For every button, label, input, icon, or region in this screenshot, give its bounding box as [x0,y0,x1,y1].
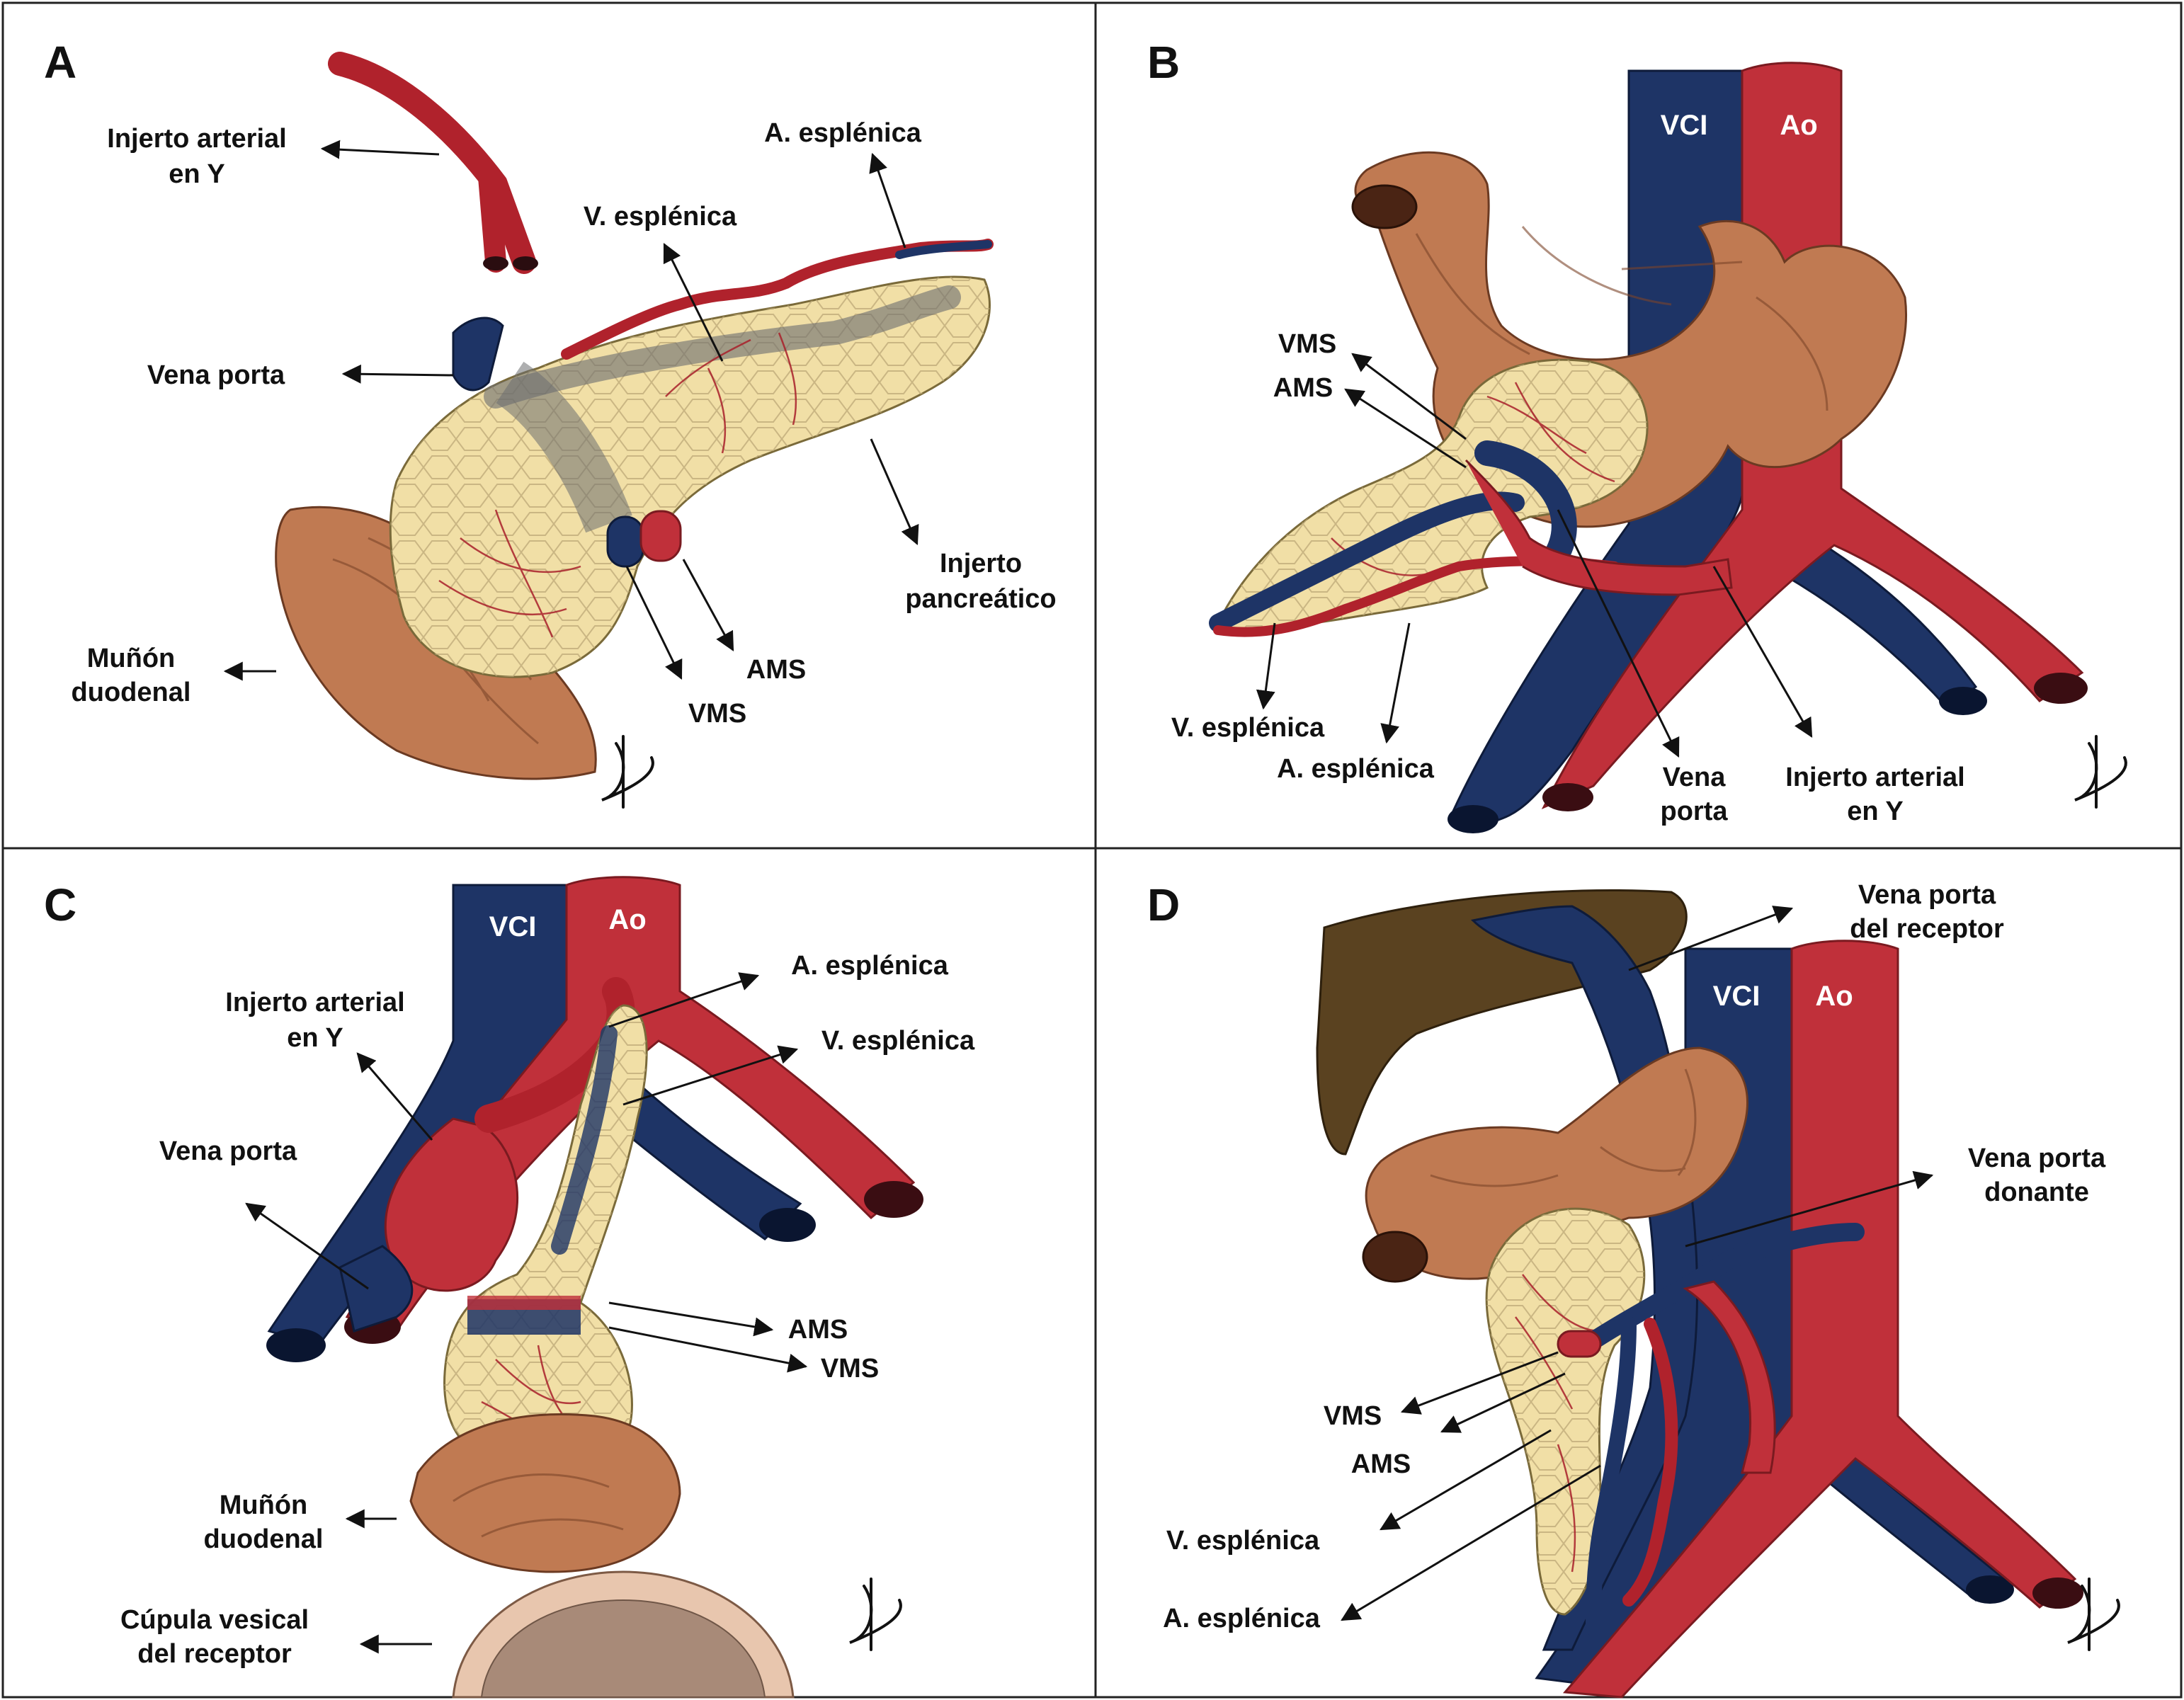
panel-c-bladder-dome [452,1570,795,1699]
panel-c-label-vena-porta: Vena porta [159,1136,297,1166]
panel-b-letter: B [1147,37,1180,88]
panel-d-sma-stump [1557,1330,1602,1358]
panel-b-portal-vein [1474,440,1577,565]
panel-d-splenic-artery [1622,1318,1678,1607]
panel-d: D VCI Ao [1147,879,2120,1699]
panel-a-label-ams: AMS [746,655,806,685]
panel-c-pancreas-graft [443,1004,648,1462]
panel-a-pancreas-graft [389,275,991,678]
panel-b-splenic-vein [1209,491,1525,632]
panel-a-sma-stump [639,510,682,562]
panel-c-vci-label: VCI [489,911,537,942]
panel-a-label-injerto-pancreatico-2: pancreático [905,584,1056,614]
panel-c-label-v-esplenica: V. esplénica [821,1026,975,1056]
panel-a-label-munon-2: duodenal [72,678,191,707]
panel-d-splenic-vein [1586,1316,1637,1636]
panel-b-y-graft [1464,459,1733,596]
panel-c-label-munon-1: Muñón [220,1490,308,1520]
panel-d-label-ams: AMS [1351,1449,1411,1479]
panel-c-label-injerto-arterial-1: Injerto arterial [225,988,404,1017]
panel-d-y-graft [1683,1280,1776,1474]
panel-b-label-vena-porta-2: porta [1661,797,1729,826]
panel-a-label-vms: VMS [688,699,746,729]
panel-d-vci-label: VCI [1713,981,1761,1012]
panel-c-label-ams: AMS [788,1315,848,1345]
panel-c-duodenal-stump [409,1413,681,1573]
panel-d-label-vms: VMS [1324,1401,1382,1431]
panel-c-letter: C [44,879,76,930]
panel-d-label-vena-porta-donante-2: donante [1984,1177,2089,1207]
panel-a-label-injerto-arterial-2: en Y [169,159,225,189]
panel-a-y-arterial-graft [328,52,538,274]
panel-c: C VCI Ao [44,876,975,1699]
panel-d-label-a-esplenica: A. esplénica [1163,1604,1321,1633]
panel-c-label-vms: VMS [821,1354,879,1384]
panel-d-letter: D [1147,879,1180,930]
panel-d-label-vena-porta-receptor-2: del receptor [1850,914,2004,944]
panel-c-y-graft [384,1117,519,1292]
panel-c-label-munon-2: duodenal [204,1524,324,1554]
panel-d-label-vena-porta-donante-1: Vena porta [1968,1143,2106,1173]
panel-d-label-v-esplenica: V. esplénica [1166,1526,1320,1556]
panel-d-aorta [1562,940,2083,1699]
panel-a-smv-stump [606,515,644,568]
panel-c-portal-vein [339,1245,414,1333]
panel-a-label-injerto-pancreatico-1: Injerto [940,549,1022,578]
panel-d-label-vena-porta-receptor-1: Vena porta [1858,880,1996,910]
panel-a-label-vena-porta: Vena porta [147,360,285,390]
panel-b-vci-label: VCI [1661,110,1708,141]
panel-c-label-cupula-2: del receptor [137,1639,292,1669]
panel-b-label-vena-porta-1: Vena [1663,763,1727,792]
panel-b-label-a-esplenica: A. esplénica [1277,754,1435,784]
panel-a-label-munon-1: Muñón [87,644,176,673]
panel-b-label-v-esplenica: V. esplénica [1171,713,1325,743]
panel-c-label-injerto-arterial-2: en Y [287,1023,343,1053]
panel-a-letter: A [44,37,76,88]
panel-a-label-v-esplenica: V. esplénica [584,202,737,232]
panel-b: B VCI Ao [1147,37,2127,833]
panel-a-label-injerto-arterial-1: Injerto arterial [107,124,286,154]
panel-a-portal-vein [452,316,504,392]
panel-a: A Injerto arterial [44,37,1057,809]
panel-b-label-injerto-arterial-1: Injerto arterial [1785,763,1964,792]
panel-c-ao-label: Ao [608,904,646,935]
panel-b-label-injerto-arterial-2: en Y [1847,797,1904,826]
panel-b-label-vms: VMS [1278,329,1336,359]
panel-c-label-a-esplenica: A. esplénica [791,951,949,981]
panel-b-ao-label: Ao [1780,110,1817,141]
panel-b-label-ams: AMS [1273,373,1333,403]
panel-a-label-a-esplenica: A. esplénica [764,118,922,148]
panel-c-label-cupula-1: Cúpula vesical [120,1605,309,1635]
panel-d-ao-label: Ao [1815,981,1853,1012]
